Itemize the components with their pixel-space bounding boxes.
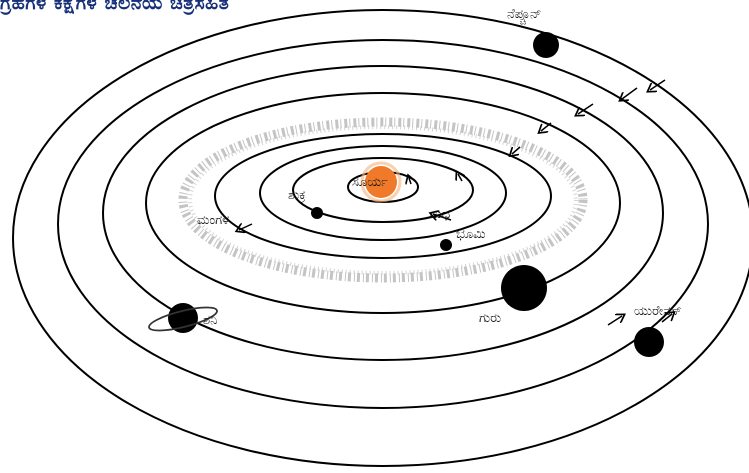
label-mars: ಮಂಗಳ <box>197 213 230 228</box>
orbit-uranus <box>57 39 709 409</box>
planet-jupiter <box>501 265 547 311</box>
label-earth: ಭೂಮಿ <box>456 227 486 242</box>
orbit-earth <box>259 145 507 241</box>
direction-arrow <box>239 224 253 230</box>
diagram-caption: ಗ್ರಹಗಳ ಕಕ್ಷೆಗಳ ಚಲನೆಯ ಚಿತ್ರಸಹಿತ <box>0 0 230 14</box>
label-mercury: ಬುಧ <box>429 207 451 222</box>
direction-arrow <box>661 314 672 323</box>
label-uranus: ಯುರೇನಸ್ <box>634 304 682 319</box>
label-venus: ಶುಕ್ರ <box>288 188 306 203</box>
orbit-venus <box>292 157 474 223</box>
planet-uranus <box>634 327 664 357</box>
direction-arrow <box>607 316 622 326</box>
asteroid-belt-inner <box>188 125 578 275</box>
direction-arrow <box>433 214 452 221</box>
planet-venus <box>311 207 323 219</box>
sun <box>365 166 397 198</box>
sun-glow <box>360 161 402 203</box>
label-saturn: ಶನಿ <box>203 313 218 328</box>
planet-neptune <box>533 32 559 58</box>
label-neptune: ನೆಪ್ಚೂನ್ <box>507 7 542 22</box>
direction-arrow <box>512 146 521 154</box>
planet-saturn <box>148 303 218 333</box>
label-jupiter: ಗುರು <box>479 311 502 326</box>
orbit-jupiter <box>145 92 621 314</box>
direction-arrow <box>650 79 666 90</box>
orbit-mars <box>214 133 552 259</box>
orbit-saturn <box>102 65 664 361</box>
direction-arrow <box>541 122 552 131</box>
asteroid-belt <box>178 117 588 283</box>
direction-arrow <box>458 174 462 182</box>
direction-arrow <box>578 103 594 114</box>
orbit-neptune <box>12 9 749 467</box>
label-sun: ಸೂರ್ಯ <box>352 175 388 190</box>
direction-arrow <box>409 178 411 184</box>
planet-earth <box>440 239 452 251</box>
direction-arrow <box>622 87 638 99</box>
